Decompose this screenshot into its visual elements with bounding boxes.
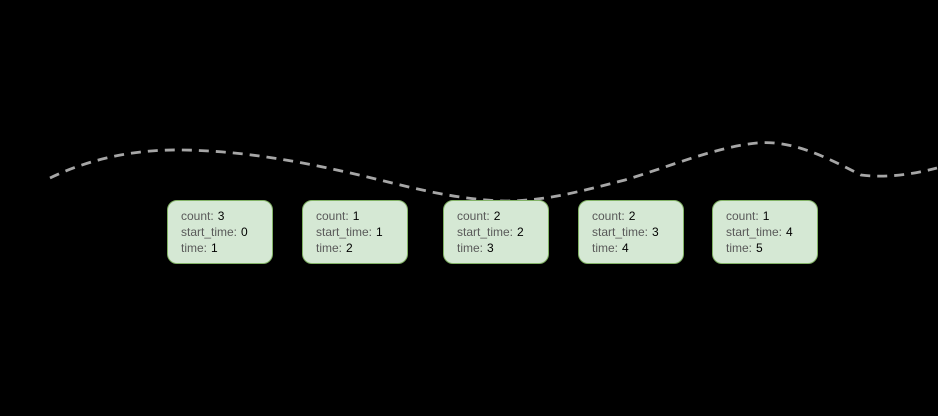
time-line: time:3	[457, 240, 548, 256]
time-value: 2	[346, 241, 353, 255]
count-line: count:2	[457, 208, 548, 224]
start-time-label: start_time:	[316, 225, 373, 239]
count-label: count:	[592, 209, 625, 223]
start-time-line: start_time:4	[726, 224, 817, 240]
window-node-2: count:1 start_time:1 time:2	[302, 200, 408, 264]
window-node-1: count:3 start_time:0 time:1	[167, 200, 273, 264]
window-node-4: count:2 start_time:3 time:4	[578, 200, 684, 264]
time-value: 4	[622, 241, 629, 255]
time-value: 1	[211, 241, 218, 255]
time-line: time:5	[726, 240, 817, 256]
trend-curve-path	[49, 141, 938, 203]
time-label: time:	[181, 241, 208, 255]
start-time-line: start_time:2	[457, 224, 548, 240]
count-value: 1	[352, 209, 360, 223]
count-value: 2	[628, 209, 636, 223]
time-value: 5	[756, 241, 763, 255]
count-label: count:	[457, 209, 490, 223]
time-label: time:	[726, 241, 753, 255]
time-label: time:	[457, 241, 484, 255]
start-time-label: start_time:	[181, 225, 238, 239]
count-label: count:	[316, 209, 349, 223]
start-time-value: 3	[652, 225, 659, 239]
start-time-value: 4	[786, 225, 793, 239]
time-line: time:2	[316, 240, 407, 256]
count-value: 2	[493, 209, 501, 223]
count-label: count:	[181, 209, 214, 223]
time-line: time:4	[592, 240, 683, 256]
count-label: count:	[726, 209, 759, 223]
start-time-value: 2	[517, 225, 524, 239]
start-time-line: start_time:1	[316, 224, 407, 240]
count-line: count:1	[316, 208, 407, 224]
count-line: count:3	[181, 208, 272, 224]
window-node-5: count:1 start_time:4 time:5	[712, 200, 818, 264]
time-value: 3	[487, 241, 494, 255]
start-time-label: start_time:	[457, 225, 514, 239]
count-line: count:2	[592, 208, 683, 224]
time-label: time:	[592, 241, 619, 255]
time-label: time:	[316, 241, 343, 255]
start-time-label: start_time:	[726, 225, 783, 239]
start-time-line: start_time:0	[181, 224, 272, 240]
count-value: 1	[762, 209, 770, 223]
start-time-line: start_time:3	[592, 224, 683, 240]
window-node-3: count:2 start_time:2 time:3	[443, 200, 549, 264]
time-line: time:1	[181, 240, 272, 256]
count-line: count:1	[726, 208, 817, 224]
count-value: 3	[217, 209, 225, 223]
start-time-value: 1	[376, 225, 383, 239]
start-time-value: 0	[241, 225, 248, 239]
start-time-label: start_time:	[592, 225, 649, 239]
